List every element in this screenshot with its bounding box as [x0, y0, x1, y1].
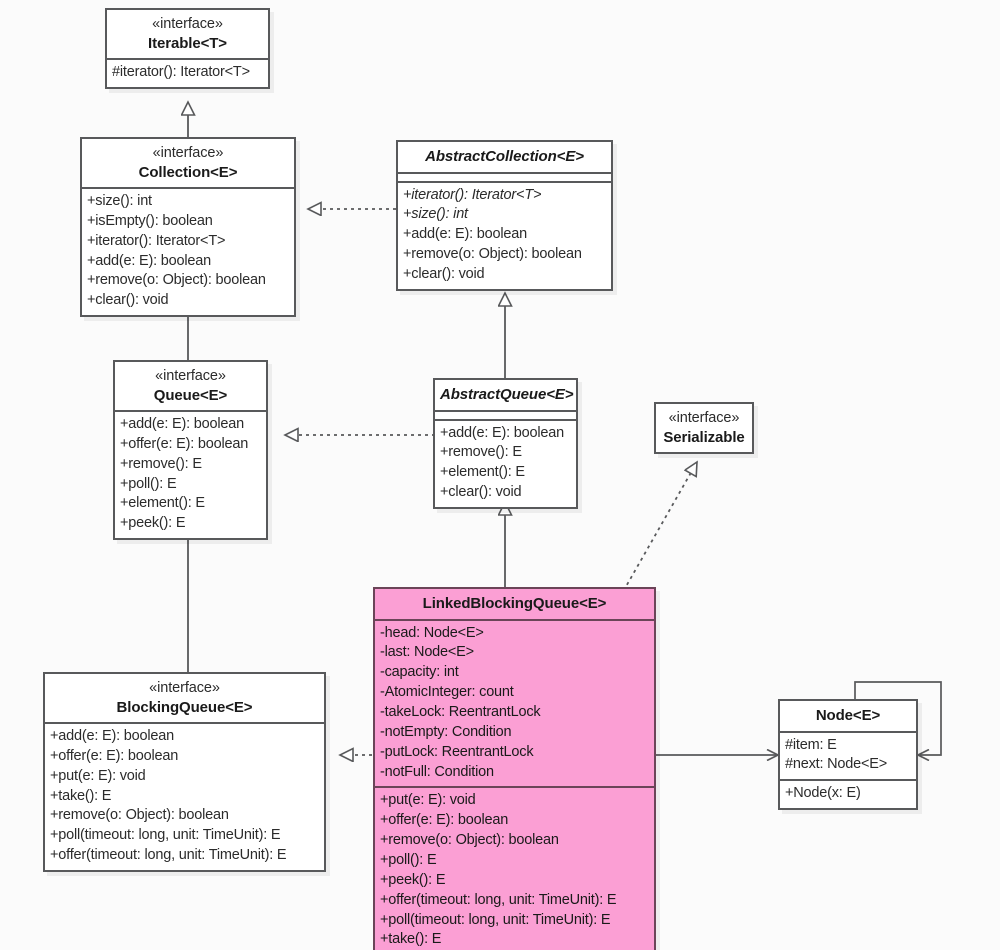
class-queue-operations: +add(e: E): boolean +offer(e: E): boolea…	[115, 410, 266, 538]
operation-item: +size(): int	[87, 193, 152, 210]
class-iterable-header: «interface» Iterable<T>	[107, 10, 268, 58]
operation-item: +offer(e: E): boolean	[380, 812, 509, 829]
class-linkedblockingqueue-header: LinkedBlockingQueue<E>	[375, 589, 654, 619]
class-collection-operations: +size(): int +isEmpty(): boolean +iterat…	[82, 187, 294, 315]
operation-item: +remove(o: Object): boolean	[380, 832, 559, 849]
operation-item: +clear(): void	[87, 292, 169, 309]
operation-item: +element(): E	[440, 464, 525, 481]
class-node-operations: +Node(x: E)	[780, 779, 916, 808]
class-serializable-stereotype: «interface»	[668, 410, 740, 426]
operation-item: +offer(timeout: long, unit: TimeUnit): E	[380, 891, 617, 908]
attribute-item: -notEmpty: Condition	[380, 723, 512, 740]
class-iterable-operations: #iterator(): Iterator<T>	[107, 58, 268, 87]
attribute-item: -AtomicInteger: count	[380, 684, 514, 701]
operation-item: +offer(e: E): boolean	[120, 435, 249, 452]
class-node[interactable]: Node<E> #item: E #next: Node<E> +Node(x:…	[778, 699, 918, 811]
class-abstractqueue-attributes	[435, 409, 576, 419]
class-linkedblockingqueue-operations: +put(e: E): void +offer(e: E): boolean +…	[375, 786, 654, 950]
class-abstractqueue-operations: +add(e: E): boolean +remove(): E +elemen…	[435, 418, 576, 507]
operation-item: +remove(o: Object): boolean	[87, 272, 266, 289]
operation-item: +remove(o: Object): boolean	[50, 807, 229, 824]
operation-item: +remove(o: Object): boolean	[403, 246, 582, 263]
operation-item: +add(e: E): boolean	[440, 424, 564, 441]
operation-item: +iterator(): Iterator<T>	[87, 232, 226, 249]
class-blockingqueue-operations: +add(e: E): boolean +offer(e: E): boolea…	[45, 722, 324, 870]
class-queue-stereotype: «interface»	[155, 368, 226, 384]
class-abstractcollection-operations: +iterator(): Iterator<T> +size(): int +a…	[398, 180, 611, 289]
class-iterable[interactable]: «interface» Iterable<T> #iterator(): Ite…	[105, 8, 270, 89]
class-abstractcollection-name: AbstractCollection<E>	[425, 148, 584, 165]
attribute-item: -putLock: ReentrantLock	[380, 743, 534, 760]
class-node-header: Node<E>	[780, 701, 916, 731]
operation-item: +element(): E	[120, 495, 205, 512]
class-abstractqueue-header: AbstractQueue<E>	[435, 380, 576, 410]
operation-item: +peek(): E	[380, 871, 446, 888]
class-serializable-name: Serializable	[663, 428, 745, 446]
operation-item: #iterator(): Iterator<T>	[112, 64, 250, 81]
operation-item: +offer(e: E): boolean	[50, 747, 179, 764]
operation-item: +put(e: E): void	[50, 767, 146, 784]
class-blockingqueue-stereotype: «interface»	[149, 680, 220, 696]
operation-item: +remove(): E	[120, 455, 202, 472]
operation-item: +size(): int	[403, 206, 468, 223]
class-queue[interactable]: «interface» Queue<E> +add(e: E): boolean…	[113, 360, 268, 541]
attribute-item: -takeLock: ReentrantLock	[380, 703, 541, 720]
operation-item: +peek(): E	[120, 515, 186, 532]
class-linkedblockingqueue-name: LinkedBlockingQueue<E>	[422, 595, 607, 612]
class-abstractcollection-header: AbstractCollection<E>	[398, 142, 611, 172]
attribute-item: -last: Node<E>	[380, 644, 474, 661]
class-node-name: Node<E>	[815, 707, 881, 724]
operation-item: +offer(timeout: long, unit: TimeUnit): E	[50, 847, 287, 864]
attribute-item: -head: Node<E>	[380, 624, 484, 641]
operation-item: +take(): E	[50, 787, 112, 804]
class-collection-header: «interface» Collection<E>	[82, 139, 294, 187]
class-linkedblockingqueue[interactable]: LinkedBlockingQueue<E> -head: Node<E> -l…	[373, 587, 656, 950]
operation-item: +iterator(): Iterator<T>	[403, 186, 542, 203]
class-node-attributes: #item: E #next: Node<E>	[780, 730, 916, 780]
attribute-item: -notFull: Condition	[380, 763, 494, 780]
operation-item: +add(e: E): boolean	[87, 252, 211, 269]
class-iterable-name: Iterable<T>	[148, 34, 227, 52]
operation-item: +poll(timeout: long, unit: TimeUnit): E	[380, 911, 611, 928]
attribute-item: #next: Node<E>	[785, 756, 887, 773]
class-abstractqueue[interactable]: AbstractQueue<E> +add(e: E): boolean +re…	[433, 378, 578, 509]
operation-item: +poll(): E	[380, 851, 437, 868]
class-collection[interactable]: «interface» Collection<E> +size(): int +…	[80, 137, 296, 318]
operation-item: +poll(): E	[120, 475, 177, 492]
operation-item: +add(e: E): boolean	[120, 416, 244, 433]
class-serializable-header: «interface» Serializable	[656, 404, 752, 452]
edge-linkedblockingqueue-to-serializable	[619, 462, 697, 598]
class-abstractcollection[interactable]: AbstractCollection<E> +iterator(): Itera…	[396, 140, 613, 291]
class-queue-name: Queue<E>	[153, 386, 228, 404]
operation-item: +poll(timeout: long, unit: TimeUnit): E	[50, 827, 281, 844]
class-collection-stereotype: «interface»	[152, 145, 224, 161]
class-queue-header: «interface» Queue<E>	[115, 362, 266, 410]
class-blockingqueue[interactable]: «interface» BlockingQueue<E> +add(e: E):…	[43, 672, 326, 873]
class-abstractcollection-attributes	[398, 171, 611, 181]
class-abstractqueue-name: AbstractQueue<E>	[440, 386, 574, 403]
operation-item: +Node(x: E)	[785, 785, 861, 802]
class-linkedblockingqueue-attributes: -head: Node<E> -last: Node<E> -capacity:…	[375, 618, 654, 787]
operation-item: +clear(): void	[403, 265, 485, 282]
operation-item: +add(e: E): boolean	[50, 728, 174, 745]
class-iterable-stereotype: «interface»	[152, 16, 223, 32]
operation-item: +clear(): void	[440, 484, 522, 501]
operation-item: +add(e: E): boolean	[403, 226, 527, 243]
class-collection-name: Collection<E>	[138, 163, 238, 181]
operation-item: +remove(): E	[440, 444, 522, 461]
class-blockingqueue-name: BlockingQueue<E>	[116, 698, 253, 716]
operation-item: +put(e: E): void	[380, 792, 476, 809]
class-serializable[interactable]: «interface» Serializable	[654, 402, 754, 455]
class-blockingqueue-header: «interface» BlockingQueue<E>	[45, 674, 324, 722]
attribute-item: -capacity: int	[380, 664, 459, 681]
operation-item: +isEmpty(): boolean	[87, 212, 213, 229]
attribute-item: #item: E	[785, 736, 837, 753]
operation-item: +take(): E	[380, 931, 442, 948]
